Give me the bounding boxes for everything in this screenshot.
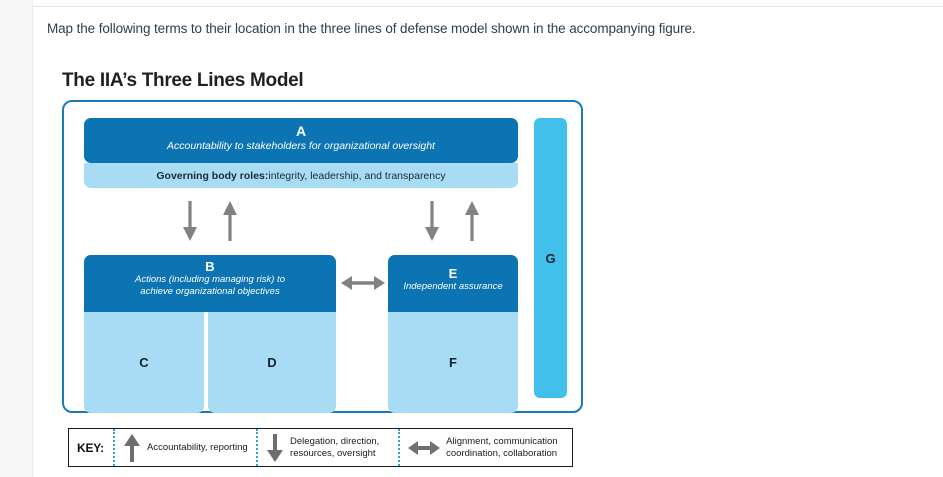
box-b[interactable]: B Actions (including managing risk) to a…: [84, 255, 336, 312]
key-legend: KEY: Accountability, reporting Delegatio…: [68, 428, 573, 467]
box-d[interactable]: D: [208, 312, 336, 413]
box-c[interactable]: C: [84, 312, 204, 413]
lines-row: C D F: [84, 312, 518, 413]
box-b-letter: B: [205, 259, 215, 274]
governing-body-roles-band: Governing body roles: integrity, leaders…: [84, 163, 518, 188]
arrow-pair-left: [180, 200, 240, 242]
box-e-letter: E: [448, 266, 458, 281]
box-a[interactable]: A Accountability to stakeholders for org…: [84, 118, 518, 163]
key-item-text: Delegation, direction, resources, oversi…: [290, 436, 379, 459]
box-a-description: Accountability to stakeholders for organ…: [167, 140, 435, 152]
key-item-text: Alignment, communication coordination, c…: [446, 436, 557, 459]
key-item-line2: coordination, collaboration: [446, 447, 558, 459]
left-gutter-strip: [0, 0, 33, 477]
top-divider-rule: [33, 6, 943, 7]
arrow-down-icon: [267, 433, 284, 462]
box-b-description-line1: Actions (including managing risk) to: [135, 274, 285, 285]
governing-body-roles-label: Governing body roles:: [156, 169, 269, 182]
key-item-text: Accountability, reporting: [147, 442, 248, 454]
key-item-line1: Accountability, reporting: [146, 441, 248, 453]
key-item-line1: Delegation, direction,: [290, 436, 380, 447]
management-assurance-row: B Actions (including managing risk) to a…: [84, 255, 518, 312]
arrow-up-icon: [123, 433, 140, 462]
figure-title: The IIA’s Three Lines Model: [62, 70, 304, 91]
key-legend-label: KEY:: [77, 440, 104, 455]
arrow-down-icon: [425, 201, 439, 241]
governing-body-roles-values: integrity, leadership, and transparency: [268, 169, 446, 182]
arrow-up-icon: [465, 201, 479, 241]
key-item-accountability: Accountability, reporting: [112, 429, 256, 466]
box-g[interactable]: G: [534, 118, 567, 398]
box-e-description: Independent assurance: [403, 281, 503, 292]
three-lines-model-frame: A Accountability to stakeholders for org…: [62, 100, 583, 413]
question-prompt: Map the following terms to their locatio…: [47, 21, 696, 36]
model-content-column: A Accountability to stakeholders for org…: [84, 118, 518, 413]
key-item-line1: Alignment, communication: [446, 436, 558, 447]
arrow-up-icon: [223, 201, 237, 241]
box-f[interactable]: F: [388, 312, 518, 413]
vertical-arrows-row: [84, 190, 518, 252]
key-item-delegation: Delegation, direction, resources, oversi…: [256, 429, 398, 466]
box-a-letter: A: [295, 123, 307, 139]
key-item-alignment: Alignment, communication coordination, c…: [398, 429, 572, 466]
box-e[interactable]: E Independent assurance: [388, 255, 518, 312]
arrow-both-icon: [341, 276, 385, 290]
key-item-line2: resources, oversight: [290, 447, 376, 459]
box-b-description-line2: achieve organizational objectives: [140, 286, 280, 297]
arrow-both-icon: [408, 440, 441, 455]
arrow-down-icon: [183, 201, 197, 241]
arrow-pair-right: [422, 200, 482, 242]
